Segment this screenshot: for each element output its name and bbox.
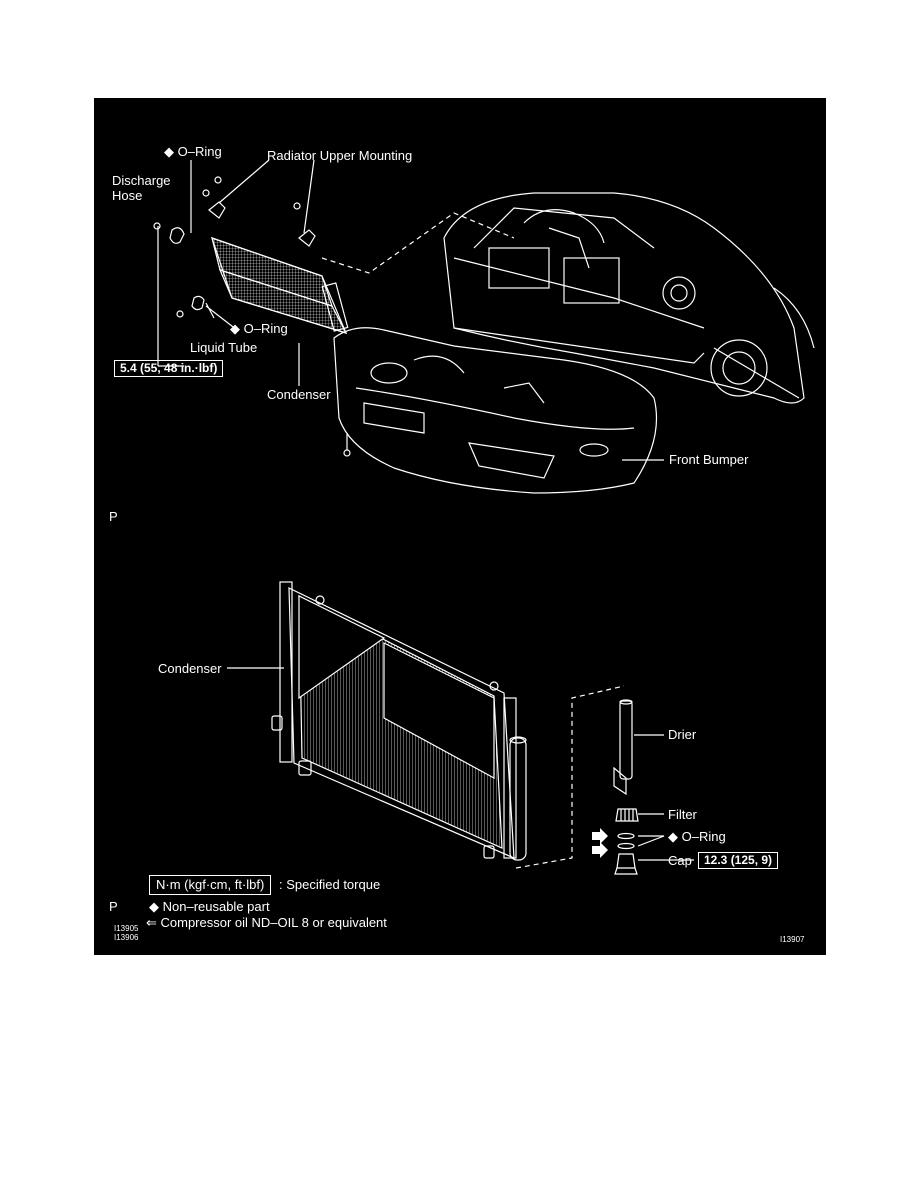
p-bottom-label: P [109, 899, 118, 914]
compressor-oil-legend: ⇐ Compressor oil ND–OIL 8 or equivalent [146, 915, 387, 930]
filter-label: Filter [668, 807, 697, 822]
condenser-bottom-label: Condenser [158, 661, 222, 676]
condenser-top-label: Condenser [267, 387, 331, 402]
figure-id-3: I13907 [780, 935, 805, 944]
cap-label: Cap [668, 853, 692, 868]
vehicle-engine-bay [443, 192, 815, 404]
drier-parts [613, 699, 639, 875]
leader-lines [157, 159, 694, 861]
torque-unit-box: N·m (kgf·cm, ft·lbf) [149, 875, 272, 895]
torque-cap-box: 12.3 (125, 9) [698, 852, 779, 869]
figure-id-2: I13906 [114, 933, 139, 942]
oring-bottom-label: ◆ O–Ring [668, 829, 726, 844]
torque-bolt-box: 5.4 (55, 48 in.·lbf) [114, 360, 224, 377]
diagram-frame: ◆ O–Ring Radiator Upper Mounting Dischar… [94, 98, 826, 955]
p-top-label: P [109, 509, 118, 524]
condenser-bottom-drawing [271, 581, 527, 861]
oring-mid-label: ◆ O–Ring [230, 321, 288, 336]
radiator-upper-mounting-label: Radiator Upper Mounting [267, 148, 413, 163]
torque-description: : Specified torque [279, 877, 381, 892]
line-art [153, 159, 815, 875]
condenser-top-assembly [153, 176, 349, 334]
non-reusable-legend: ◆ Non–reusable part [149, 899, 270, 914]
discharge-hose-label: Discharge Hose [112, 173, 171, 203]
drier-label: Drier [668, 727, 697, 742]
front-bumper-drawing [333, 327, 658, 494]
figure-id-1: I13905 [114, 924, 139, 933]
liquid-tube-label: Liquid Tube [190, 340, 258, 355]
oring-top-label: ◆ O–Ring [164, 144, 222, 159]
front-bumper-label: Front Bumper [669, 452, 749, 467]
arrow-right-icon [592, 828, 608, 858]
